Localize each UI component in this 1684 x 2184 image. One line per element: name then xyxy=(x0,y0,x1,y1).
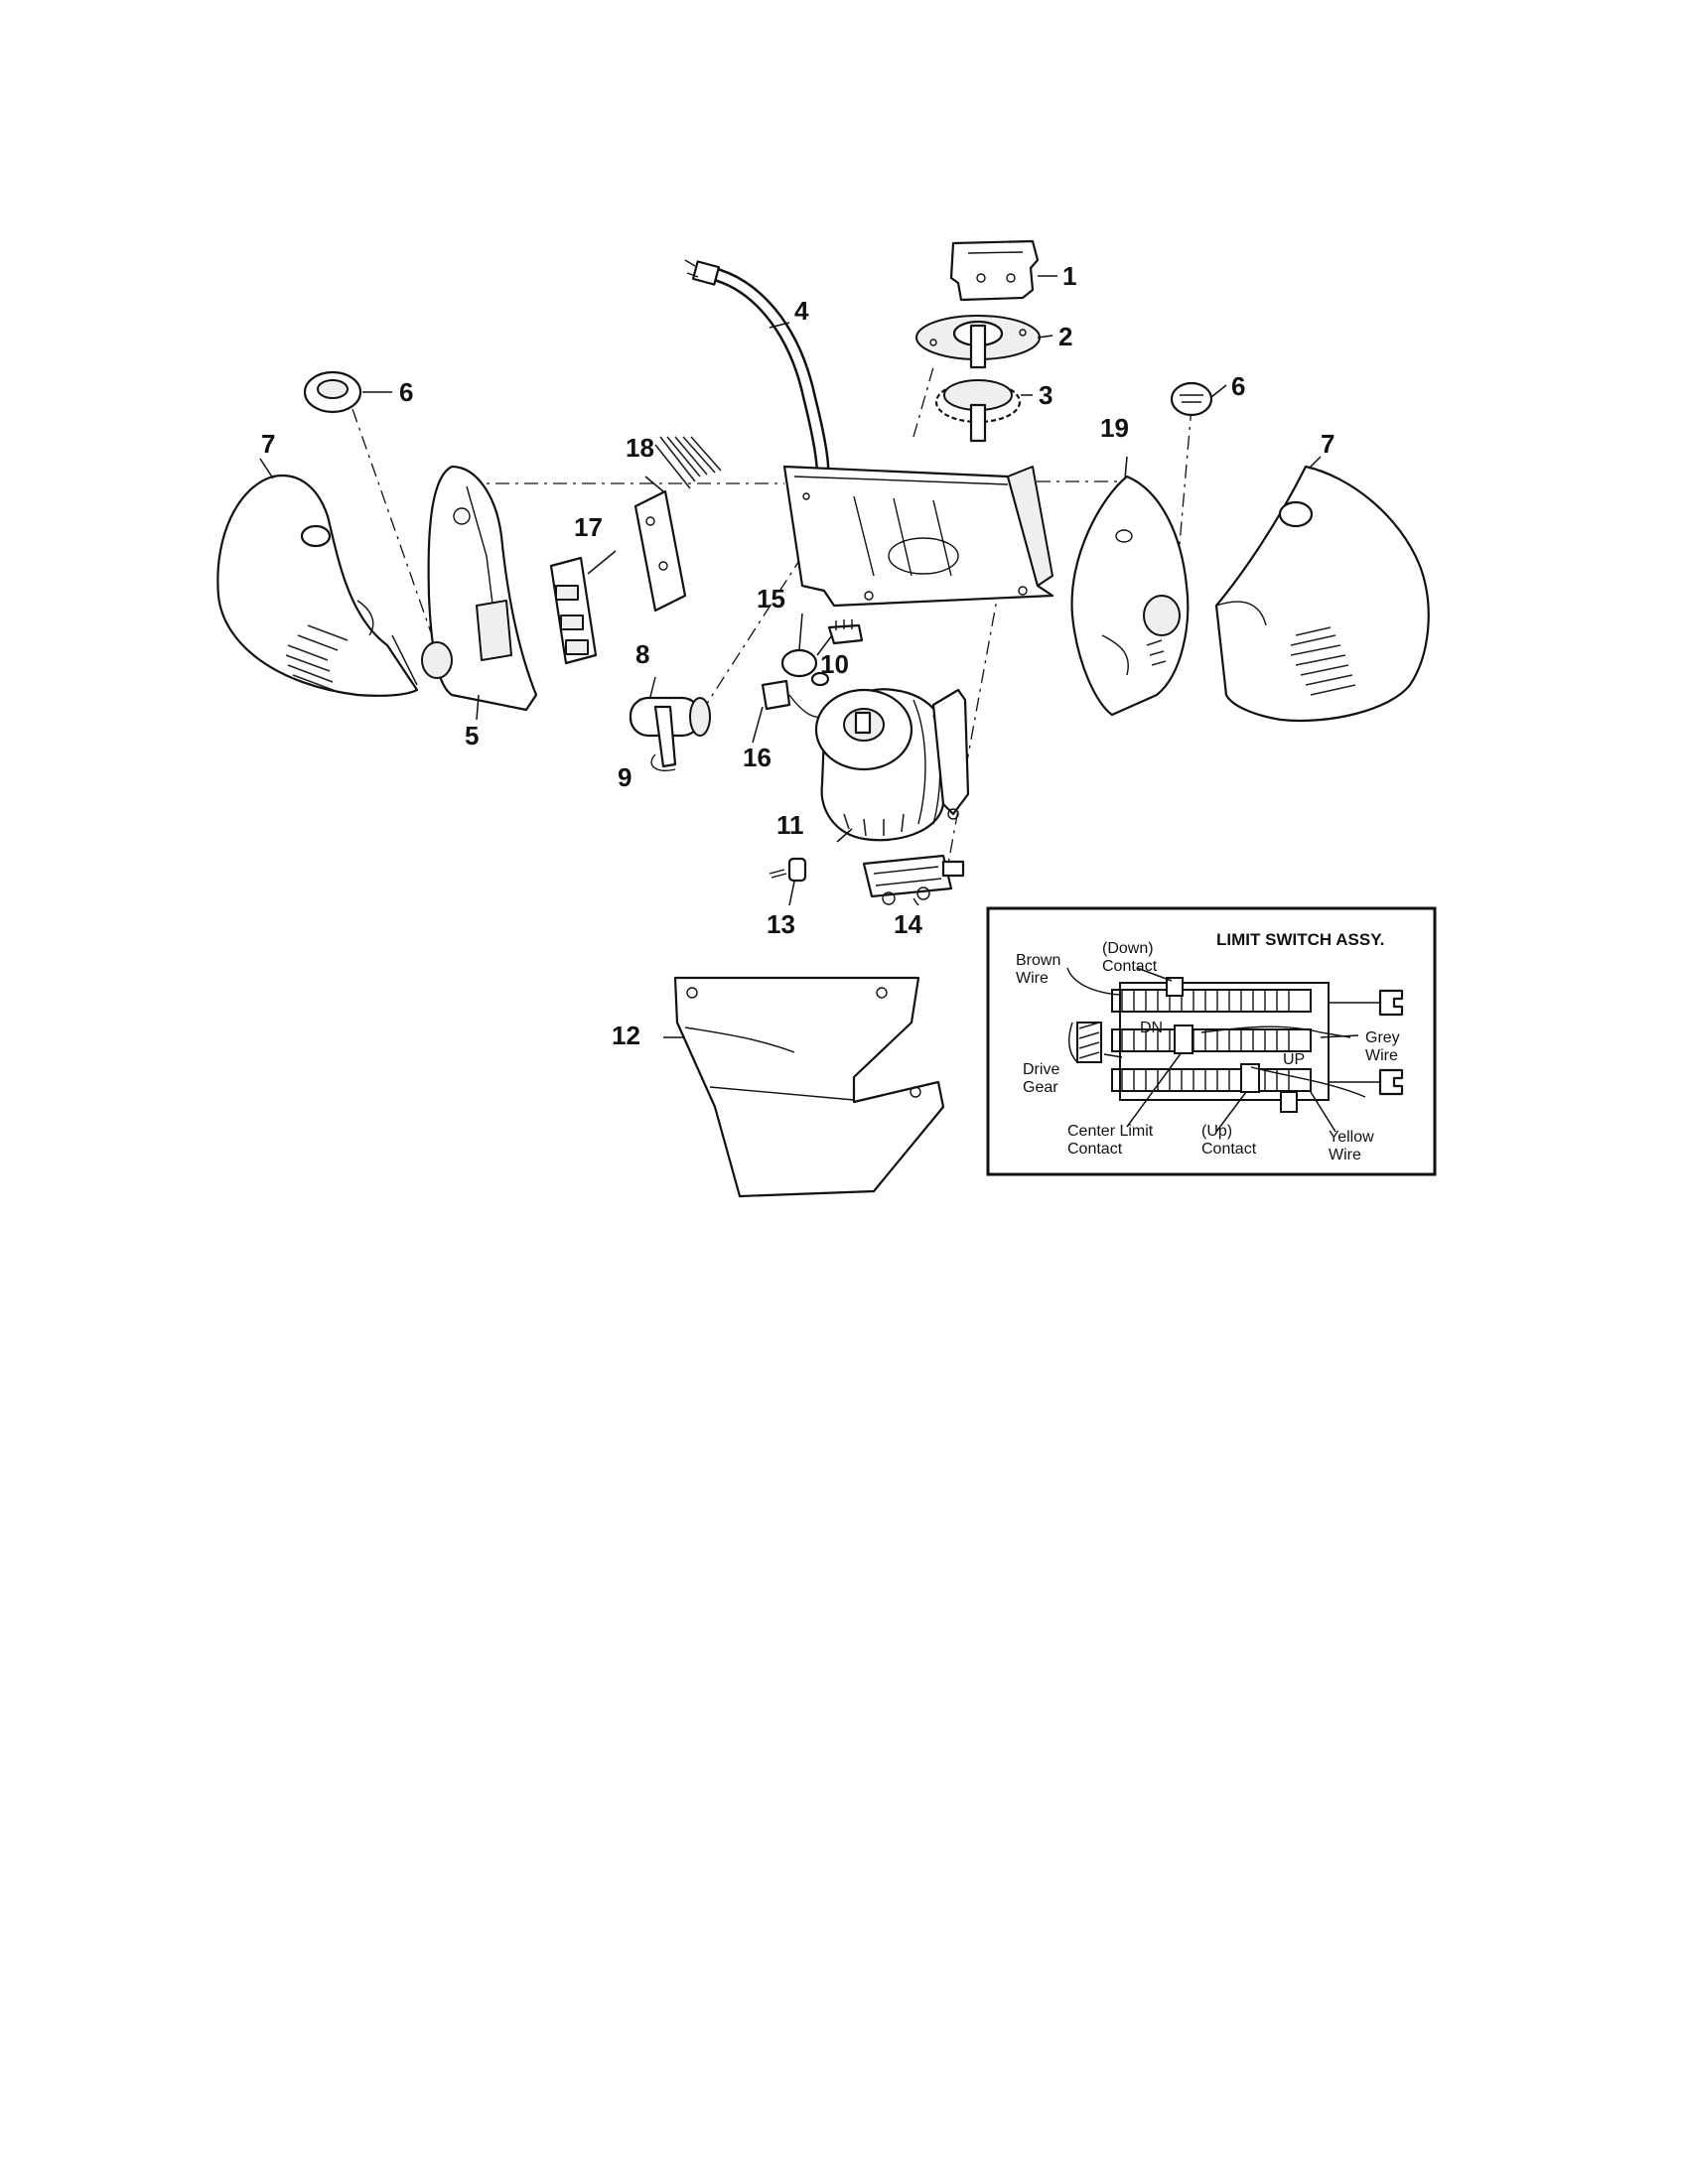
callout-16: 16 xyxy=(743,743,772,772)
up-contact xyxy=(1240,1063,1260,1093)
callout-13: 13 xyxy=(767,909,795,939)
label-drive-gear: Drive xyxy=(1023,1061,1059,1078)
callout-6-left: 6 xyxy=(399,377,413,407)
part-6-knob-right xyxy=(1170,381,1213,417)
label-grey-wire: Grey xyxy=(1365,1029,1400,1046)
part-7-lens-left xyxy=(216,474,419,697)
inset-title: LIMIT SWITCH ASSY. xyxy=(1216,930,1384,949)
label-up-mark: UP xyxy=(1283,1051,1305,1068)
part-4-power-cord xyxy=(684,259,830,478)
label-dn-mark: DN xyxy=(1140,1020,1163,1036)
callout-17: 17 xyxy=(574,512,603,542)
limit-switch-inset: LIMIT SWITCH ASSY. xyxy=(986,906,1437,1176)
part-15-cap xyxy=(780,648,830,687)
label-yellow-wire-2: Wire xyxy=(1329,1147,1361,1163)
part-14-limit-switch xyxy=(862,854,965,905)
callout-18: 18 xyxy=(626,433,654,463)
callout-9: 9 xyxy=(618,762,632,792)
callout-19: 19 xyxy=(1100,413,1129,443)
part-6-socket-left xyxy=(303,370,362,414)
part-3-drive-gear xyxy=(934,379,1022,443)
callout-labels: 1 2 3 4 6 6 7 7 5 19 18 17 8 9 15 10 16 … xyxy=(261,261,1334,1050)
part-16-switch xyxy=(761,679,830,719)
label-yellow-wire: Yellow xyxy=(1329,1129,1374,1146)
part-5-left-end-panel xyxy=(421,465,538,712)
callout-15: 15 xyxy=(757,584,785,614)
part-9-capacitor-strap xyxy=(650,705,677,771)
threaded-rods xyxy=(1111,982,1330,1101)
part-17-terminal-block xyxy=(549,556,598,665)
center-contact xyxy=(1174,1024,1193,1054)
label-center-limit-2: Contact xyxy=(1067,1141,1123,1158)
down-contact xyxy=(1166,977,1184,997)
label-down-contact: (Down) xyxy=(1102,940,1154,957)
part-11-motor xyxy=(814,688,970,842)
callout-2: 2 xyxy=(1058,322,1072,351)
callout-5: 5 xyxy=(465,721,479,751)
label-up-contact: (Up) xyxy=(1201,1123,1232,1140)
part-7-lens-right xyxy=(1214,465,1430,723)
part-13-spring xyxy=(769,857,807,883)
callout-3: 3 xyxy=(1039,380,1052,410)
leader-lines xyxy=(259,275,1322,1038)
part-1-bracket xyxy=(949,239,1040,302)
label-brown-wire: Brown xyxy=(1016,952,1060,969)
label-brown-wire-2: Wire xyxy=(1016,970,1049,987)
callout-4: 4 xyxy=(794,296,809,326)
callout-12: 12 xyxy=(612,1021,640,1050)
label-center-limit: Center Limit xyxy=(1067,1123,1154,1140)
part-19-right-end-panel xyxy=(1070,475,1190,717)
label-down-contact-2: Contact xyxy=(1102,958,1158,975)
callout-6-right: 6 xyxy=(1231,371,1245,401)
callout-8: 8 xyxy=(635,639,649,669)
callout-7-right: 7 xyxy=(1321,429,1334,459)
part-12-cover xyxy=(673,976,945,1198)
part-10-clip xyxy=(827,619,864,645)
chassis-plate xyxy=(782,465,1054,608)
label-drive-gear-2: Gear xyxy=(1023,1079,1058,1096)
callout-11: 11 xyxy=(776,810,804,840)
part-2-bearing-plate xyxy=(915,315,1041,369)
label-grey-wire-2: Wire xyxy=(1365,1047,1398,1064)
part-18-logic-board xyxy=(633,436,722,613)
callout-1: 1 xyxy=(1062,261,1076,291)
callout-14: 14 xyxy=(894,909,922,939)
callout-10: 10 xyxy=(820,649,849,679)
callout-7-left: 7 xyxy=(261,429,275,459)
label-up-contact-2: Contact xyxy=(1201,1141,1257,1158)
